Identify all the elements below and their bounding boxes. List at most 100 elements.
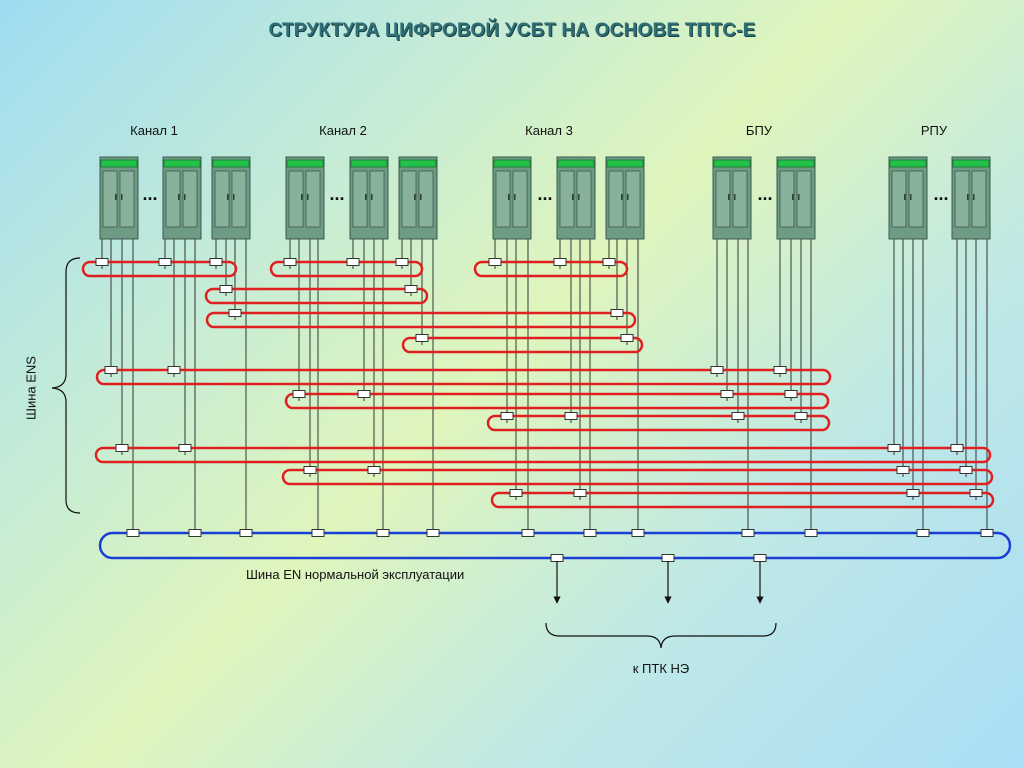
bus-connector xyxy=(357,390,371,398)
bus-connector xyxy=(219,285,233,293)
group-label-channel-3: Канал 3 xyxy=(525,123,573,138)
cabinet-door-left xyxy=(352,170,368,228)
cabinet-handle xyxy=(792,194,794,200)
bus-connector xyxy=(969,489,983,497)
cabinet-handle xyxy=(184,194,186,200)
bus-connector xyxy=(521,529,535,537)
cabinet-status-bar xyxy=(399,159,437,168)
bus-connector xyxy=(292,390,306,398)
cabinet xyxy=(398,156,438,240)
cabinet-status-bar xyxy=(713,159,751,168)
ens-bus-loop xyxy=(94,446,992,464)
bus-connector xyxy=(896,466,910,474)
en-bus-label: Шина EN нормальной эксплуатации xyxy=(246,567,465,582)
cabinet-door-left xyxy=(214,170,230,228)
ellipsis-text: ... xyxy=(757,184,772,204)
bus-connector xyxy=(426,529,440,537)
cabinet xyxy=(888,156,928,240)
ens-bus-loop xyxy=(95,368,832,386)
cabinet-door-left xyxy=(165,170,181,228)
ellipsis-text: ... xyxy=(933,184,948,204)
bus-connector xyxy=(950,444,964,452)
cabinet-door-left xyxy=(608,170,624,228)
bus-connector xyxy=(311,529,325,537)
cabinet-handle xyxy=(973,194,975,200)
cabinet-door-left xyxy=(288,170,304,228)
signal-wires xyxy=(101,239,988,533)
cabinet xyxy=(99,156,139,240)
ens-brace xyxy=(51,257,81,514)
cabinet-status-bar xyxy=(163,159,201,168)
cabinet-handle xyxy=(798,194,800,200)
bus-connector xyxy=(959,466,973,474)
bus-connector xyxy=(367,466,381,474)
bus-connector xyxy=(784,390,798,398)
ens-bus-loop xyxy=(204,287,429,305)
cabinet-handle xyxy=(420,194,422,200)
ptk-brace xyxy=(545,622,777,649)
bus-connector xyxy=(661,554,675,562)
bus-connectors xyxy=(95,258,994,562)
page-title: СТРУКТУРА ЦИФРОВОЙ УСБТ НА ОСНОВЕ ТПТС-Е xyxy=(268,20,756,41)
cabinet-status-bar xyxy=(493,159,531,168)
bus-connector xyxy=(773,366,787,374)
bus-connector xyxy=(415,334,429,342)
cabinet xyxy=(951,156,991,240)
ens-bus-loop xyxy=(269,260,424,278)
ens-bus-loop xyxy=(284,392,830,410)
cabinet-handle xyxy=(621,194,623,200)
cabinet-door-right xyxy=(369,170,385,228)
cabinet xyxy=(776,156,816,240)
cabinet-status-bar xyxy=(606,159,644,168)
cabinet-status-bar xyxy=(212,159,250,168)
cabinet-door-left xyxy=(401,170,417,228)
ens-bus-loop xyxy=(486,414,831,432)
cabinet-door-left xyxy=(559,170,575,228)
bus-connector xyxy=(573,489,587,497)
annotations: ............... xyxy=(51,184,949,649)
cabinet-door-right xyxy=(796,170,812,228)
cabinet-door-right xyxy=(305,170,321,228)
bus-connector xyxy=(509,489,523,497)
cabinets xyxy=(99,156,991,240)
group-label-bpu: БПУ xyxy=(745,123,773,138)
ellipsis-text: ... xyxy=(142,184,157,204)
bus-connector xyxy=(178,444,192,452)
cabinet xyxy=(211,156,251,240)
cabinet-handle xyxy=(414,194,416,200)
ens-bus-loop xyxy=(490,491,995,509)
cabinet-door-right xyxy=(512,170,528,228)
ptk-label: к ПТК НЭ xyxy=(632,661,690,676)
ellipsis-text: ... xyxy=(537,184,552,204)
cabinet-handle xyxy=(578,194,580,200)
bus-connector xyxy=(228,309,242,317)
cabinet-handle xyxy=(121,194,123,200)
cabinet-handle xyxy=(627,194,629,200)
bus-connector xyxy=(753,554,767,562)
cabinet xyxy=(349,156,389,240)
cabinet-handle xyxy=(371,194,373,200)
cabinet xyxy=(285,156,325,240)
group-label-channel-2: Канал 2 xyxy=(319,123,367,138)
cabinet-status-bar xyxy=(777,159,815,168)
bus-connector xyxy=(550,554,564,562)
bus-connector xyxy=(631,529,645,537)
cabinet-handle xyxy=(910,194,912,200)
cabinet-handle xyxy=(115,194,117,200)
bus-connector xyxy=(500,412,514,420)
cabinet-handle xyxy=(728,194,730,200)
bus-connector xyxy=(95,258,109,266)
ens-bus-loop xyxy=(401,336,644,354)
cabinet-door-left xyxy=(954,170,970,228)
cabinet xyxy=(605,156,645,240)
cabinet-door-right xyxy=(418,170,434,228)
cabinet-door-right xyxy=(625,170,641,228)
bus-connector xyxy=(209,258,223,266)
bus-connector xyxy=(583,529,597,537)
cabinet xyxy=(556,156,596,240)
cabinet-handle xyxy=(307,194,309,200)
bus-connector xyxy=(395,258,409,266)
bus-connector xyxy=(167,366,181,374)
bus-connector xyxy=(887,444,901,452)
